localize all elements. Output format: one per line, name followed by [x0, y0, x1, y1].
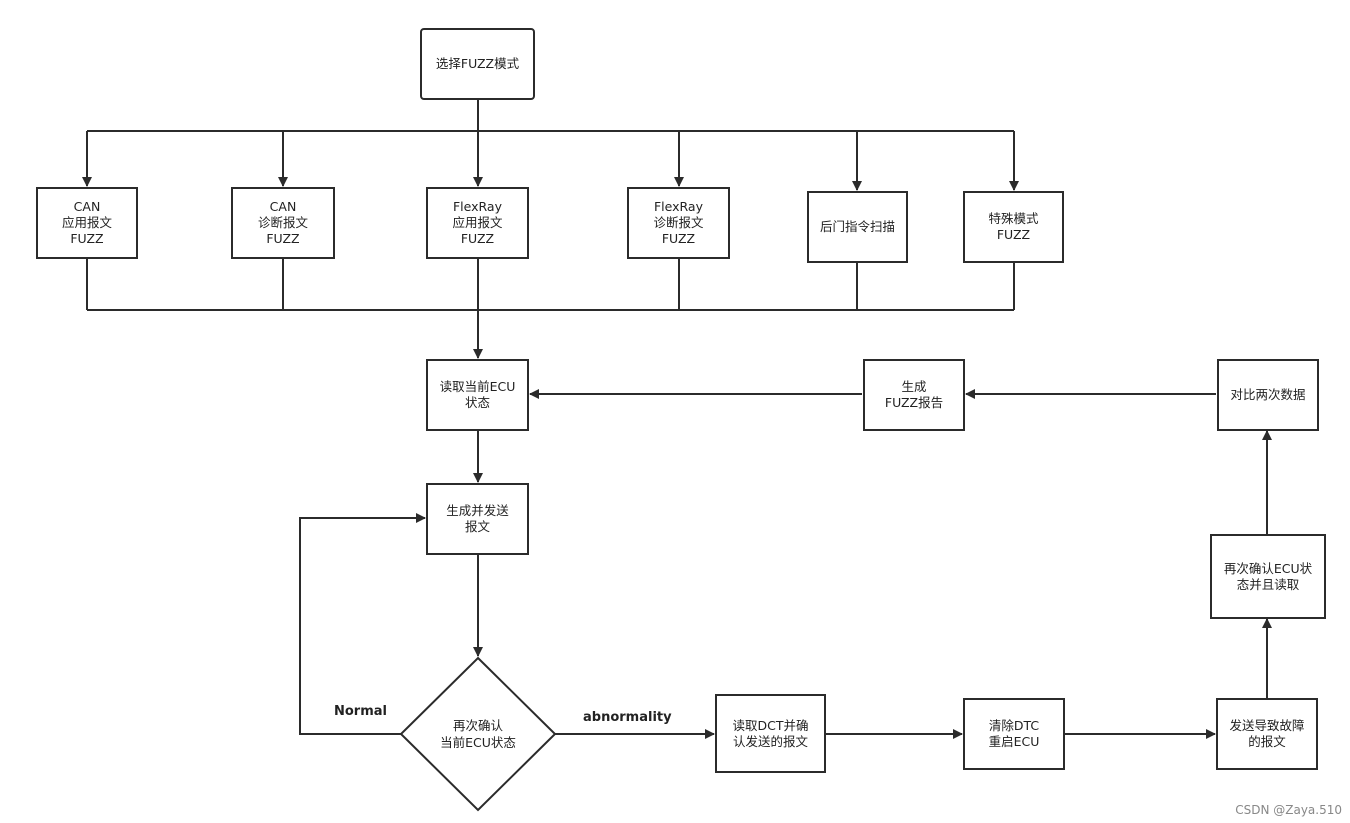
can-app-fuzz-box: CAN 应用报文 FUZZ — [36, 187, 138, 259]
backdoor-scan-box: 后门指令扫描 — [807, 191, 908, 263]
read-ecu-state-box: 读取当前ECU 状态 — [426, 359, 529, 431]
reconfirm-read-box: 再次确认ECU状 态并且读取 — [1210, 534, 1326, 619]
generate-send-box: 生成并发送 报文 — [426, 483, 529, 555]
reconfirm-decision-label: 再次确认 当前ECU状态 — [440, 718, 516, 750]
normal-label: Normal — [334, 704, 387, 719]
can-diag-fuzz-box: CAN 诊断报文 FUZZ — [231, 187, 335, 259]
abnormality-label: abnormality — [583, 710, 672, 725]
clear-dtc-box: 清除DTC 重启ECU — [963, 698, 1065, 770]
flexray-diag-fuzz-box: FlexRay 诊断报文 FUZZ — [627, 187, 730, 259]
read-dct-box: 读取DCT并确 认发送的报文 — [715, 694, 826, 773]
flexray-app-fuzz-box: FlexRay 应用报文 FUZZ — [426, 187, 529, 259]
generate-report-box: 生成 FUZZ报告 — [863, 359, 965, 431]
watermark: CSDN @Zaya.510 — [1235, 803, 1342, 817]
special-mode-fuzz-box: 特殊模式 FUZZ — [963, 191, 1064, 263]
decision-diamond — [399, 656, 557, 812]
send-fault-box: 发送导致故障 的报文 — [1216, 698, 1318, 770]
edge-normal-loop — [299, 513, 426, 735]
compare-data-box: 对比两次数据 — [1217, 359, 1319, 431]
select-fuzz-mode-box: 选择FUZZ模式 — [420, 28, 535, 100]
